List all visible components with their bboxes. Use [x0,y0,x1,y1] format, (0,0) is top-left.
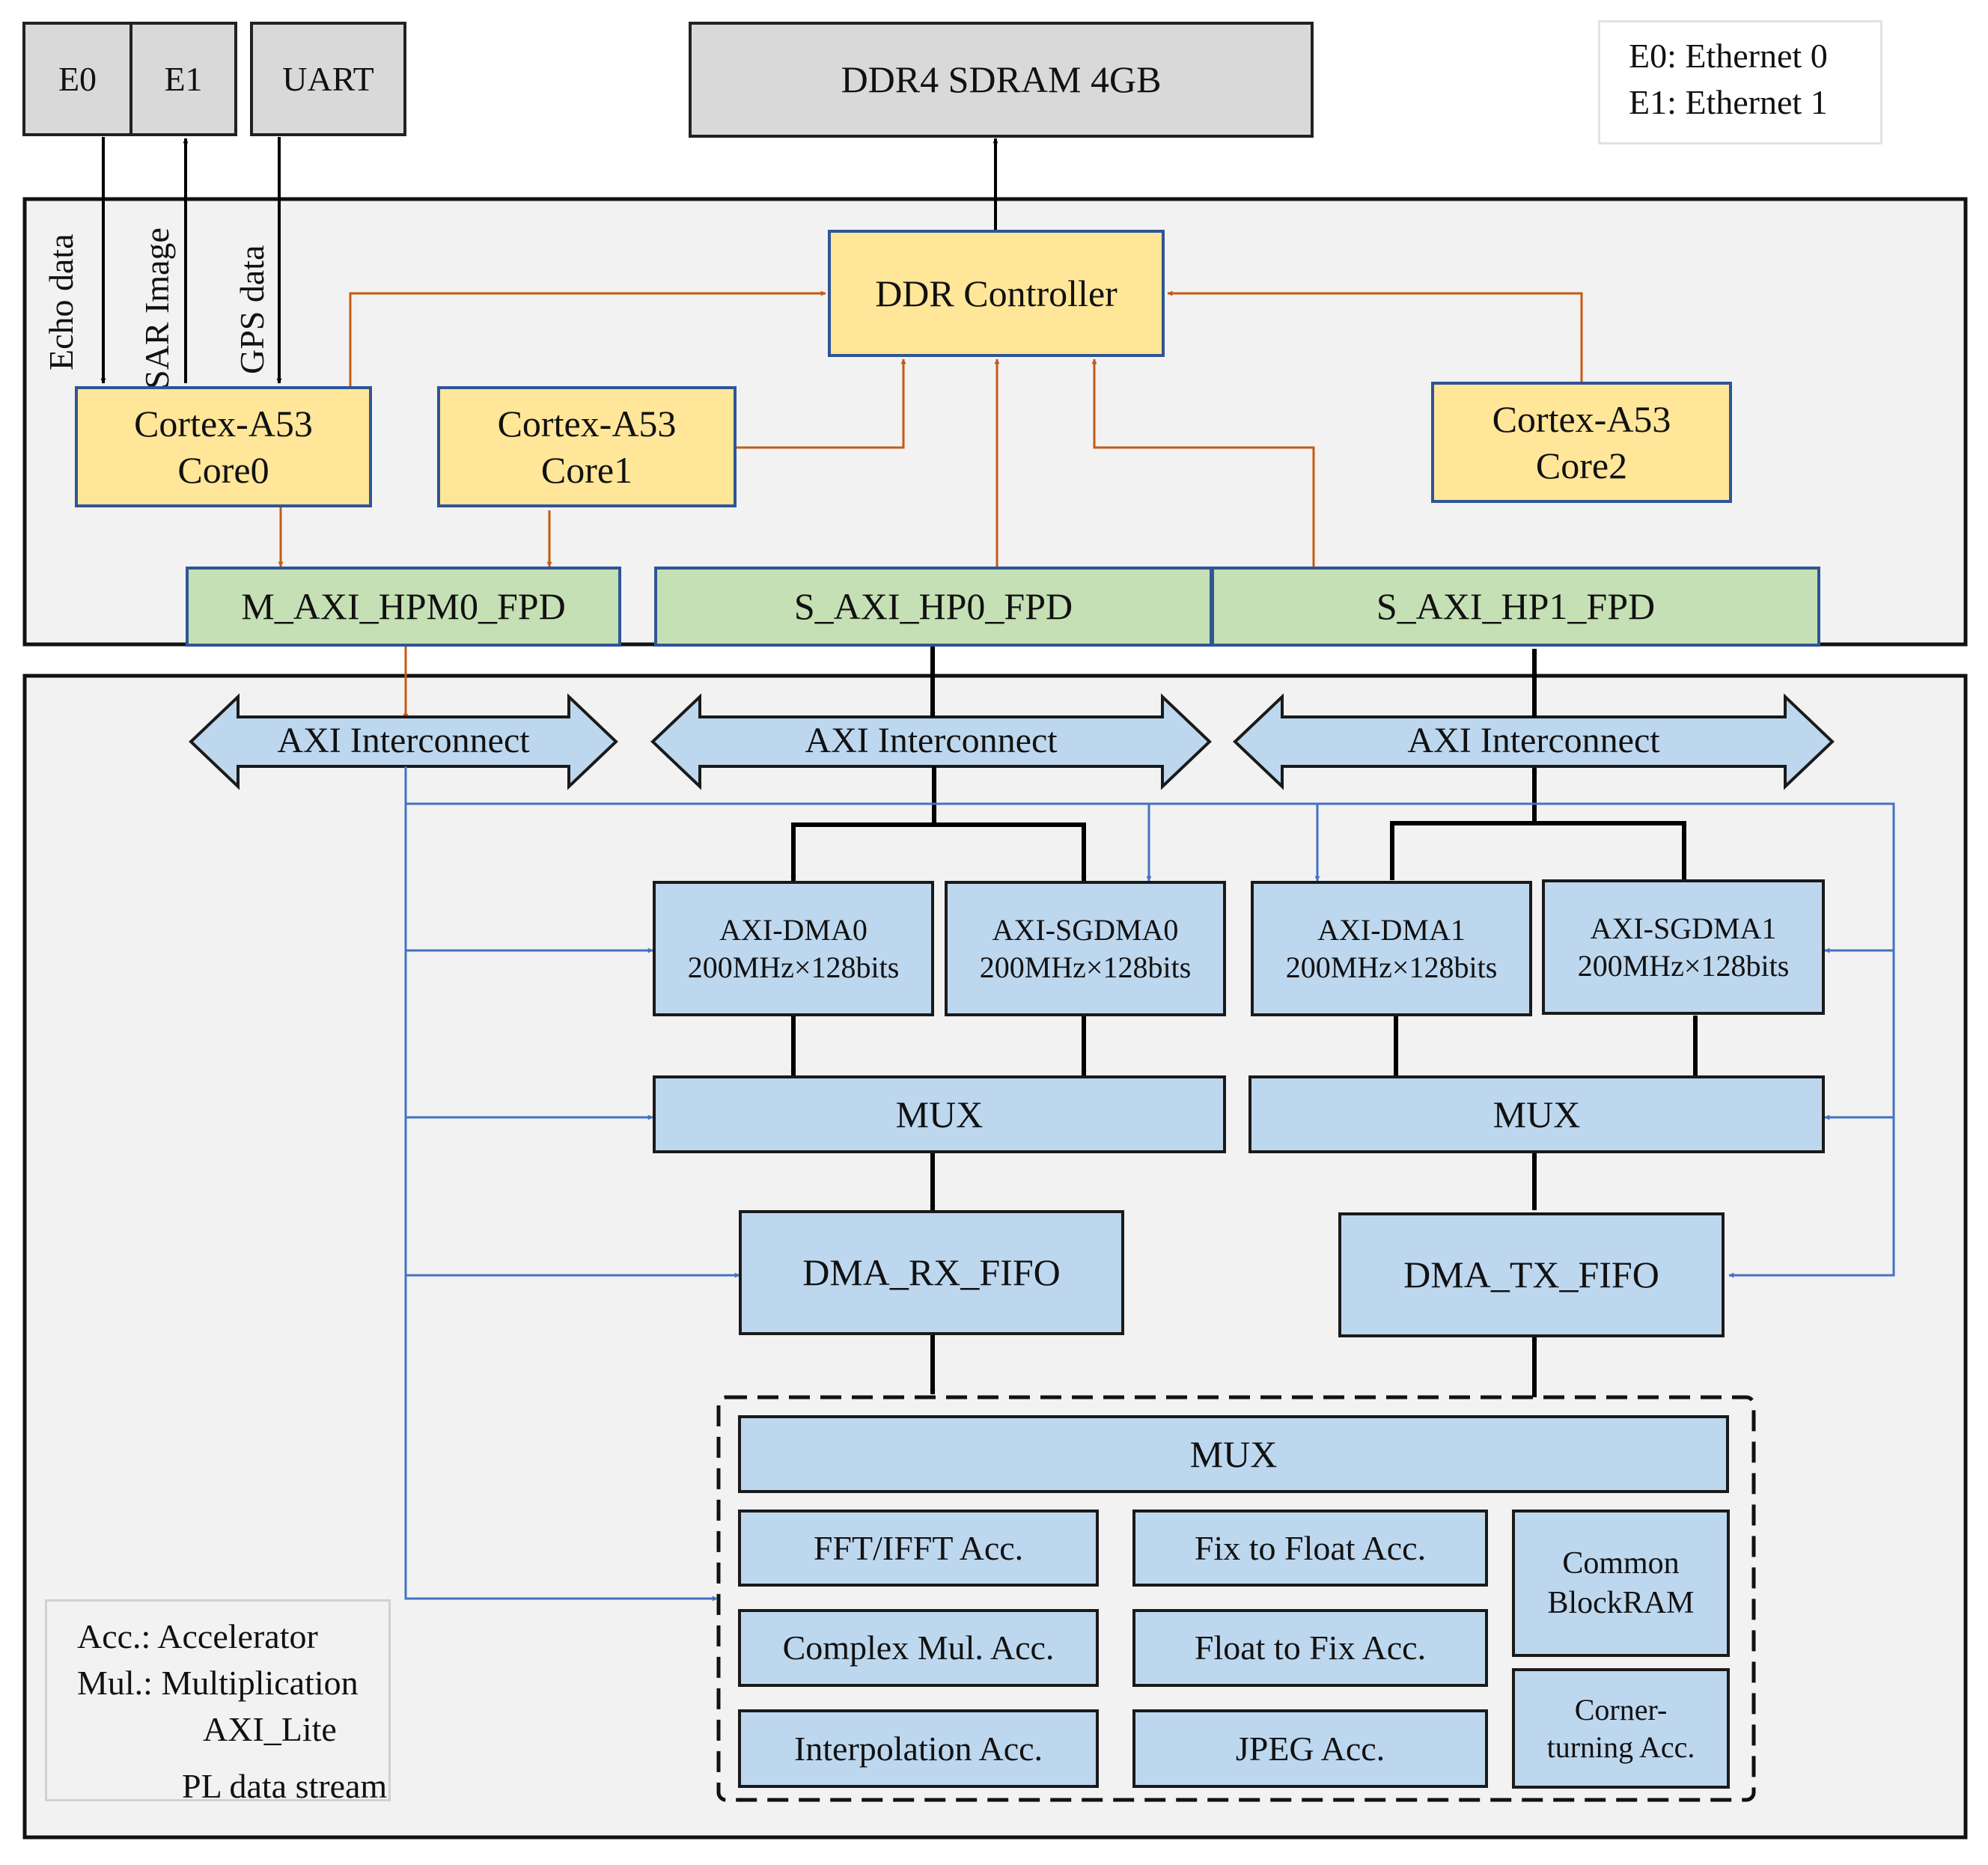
core1-line1: Cortex-A53 [497,402,677,445]
legend-pl-stream-text: PL data stream [182,1767,388,1806]
legend-e0: E0: Ethernet 0 [1629,37,1828,75]
fft-ifft-acc: FFT/IFFT Acc. [738,1510,1099,1587]
echo-data-label: Echo data [42,233,80,370]
s-axi-hp0-fpd: S_AXI_HP0_FPD [654,567,1213,647]
axi-interconnect-left-shape [189,693,618,790]
e0-port: E0 [22,22,132,136]
fix-to-float-acc: Fix to Float Acc. [1132,1510,1488,1587]
cortex-core1: Cortex-A53 Core1 [437,386,737,507]
dma0-spec: 200MHz×128bits [687,950,900,984]
ethernet-legend: E0: Ethernet 0 E1: Ethernet 1 [1598,20,1882,144]
sar-image-label: SAR Image [138,228,176,389]
corner-line1: Corner- [1574,1692,1668,1727]
sgdma0-name: AXI-SGDMA0 [992,912,1179,947]
s-axi-hp1-fpd: S_AXI_HP1_FPD [1211,567,1820,647]
bram-line2: BlockRAM [1547,1585,1695,1620]
complex-mul-acc: Complex Mul. Acc. [738,1609,1099,1687]
sgdma0-spec: 200MHz×128bits [979,950,1192,984]
core2-line2: Core2 [1535,445,1628,486]
mux-left: MUX [653,1075,1226,1153]
core1-line2: Core1 [540,449,633,491]
cortex-core2: Cortex-A53 Core2 [1431,382,1732,503]
legend: Acc.: Accelerator Mul.: Multiplication A… [45,1599,391,1805]
axi-dma0: AXI-DMA0 200MHz×128bits [653,881,934,1016]
mux-right: MUX [1248,1075,1825,1153]
ddr4-memory: DDR4 SDRAM 4GB [689,22,1314,138]
axi-interconnect-mid-shape [650,693,1212,790]
e1-port: E1 [129,22,237,136]
m-axi-hpm0-fpd: M_AXI_HPM0_FPD [186,567,621,647]
uart-port: UART [250,22,406,136]
sgdma1-spec: 200MHz×128bits [1577,948,1790,983]
axi-interconnect-left: AXI Interconnect [277,721,530,760]
legend-acc: Acc.: Accelerator [77,1617,318,1655]
common-blockram: Common BlockRAM [1512,1510,1730,1657]
legend-axi-lite: AXI_Lite [77,1706,388,1753]
axi-sgdma0: AXI-SGDMA0 200MHz×128bits [945,881,1226,1016]
dma-tx-fifo: DMA_TX_FIFO [1338,1212,1725,1337]
core0-line1: Cortex-A53 [134,402,313,445]
dma-rx-fifo: DMA_RX_FIFO [739,1210,1124,1335]
interpolation-acc: Interpolation Acc. [738,1709,1099,1788]
gps-data-label: GPS data [233,245,271,375]
legend-pl-stream: PL data stream [77,1763,388,1810]
ddr-controller: DDR Controller [828,230,1165,357]
axi-sgdma1: AXI-SGDMA1 200MHz×128bits [1542,879,1825,1015]
jpeg-acc: JPEG Acc. [1132,1709,1488,1788]
core2-line1: Cortex-A53 [1492,397,1671,440]
axi-dma1: AXI-DMA1 200MHz×128bits [1251,881,1532,1016]
axi-interconnect-right-shape [1233,693,1835,790]
core0-line2: Core0 [177,449,269,491]
legend-mul: Mul.: Multiplication [77,1664,359,1703]
legend-e1: E1: Ethernet 1 [1629,83,1828,122]
accelerator-mux: MUX [738,1415,1729,1493]
dma1-spec: 200MHz×128bits [1285,950,1498,984]
accelerator-group [716,1395,1756,1802]
corner-line2: turning Acc. [1546,1730,1695,1764]
float-to-fix-acc: Float to Fix Acc. [1132,1609,1488,1687]
cortex-core0: Cortex-A53 Core0 [75,386,372,507]
axi-interconnect-right: AXI Interconnect [1407,721,1660,760]
legend-axi-lite-text: AXI_Lite [203,1710,337,1749]
dma0-name: AXI-DMA0 [719,912,868,947]
corner-turning-acc: Corner- turning Acc. [1512,1668,1730,1789]
axi-interconnect-mid: AXI Interconnect [805,721,1058,760]
dma1-name: AXI-DMA1 [1317,912,1466,947]
sgdma1-name: AXI-SGDMA1 [1590,911,1777,945]
bram-line1: Common [1562,1546,1680,1581]
